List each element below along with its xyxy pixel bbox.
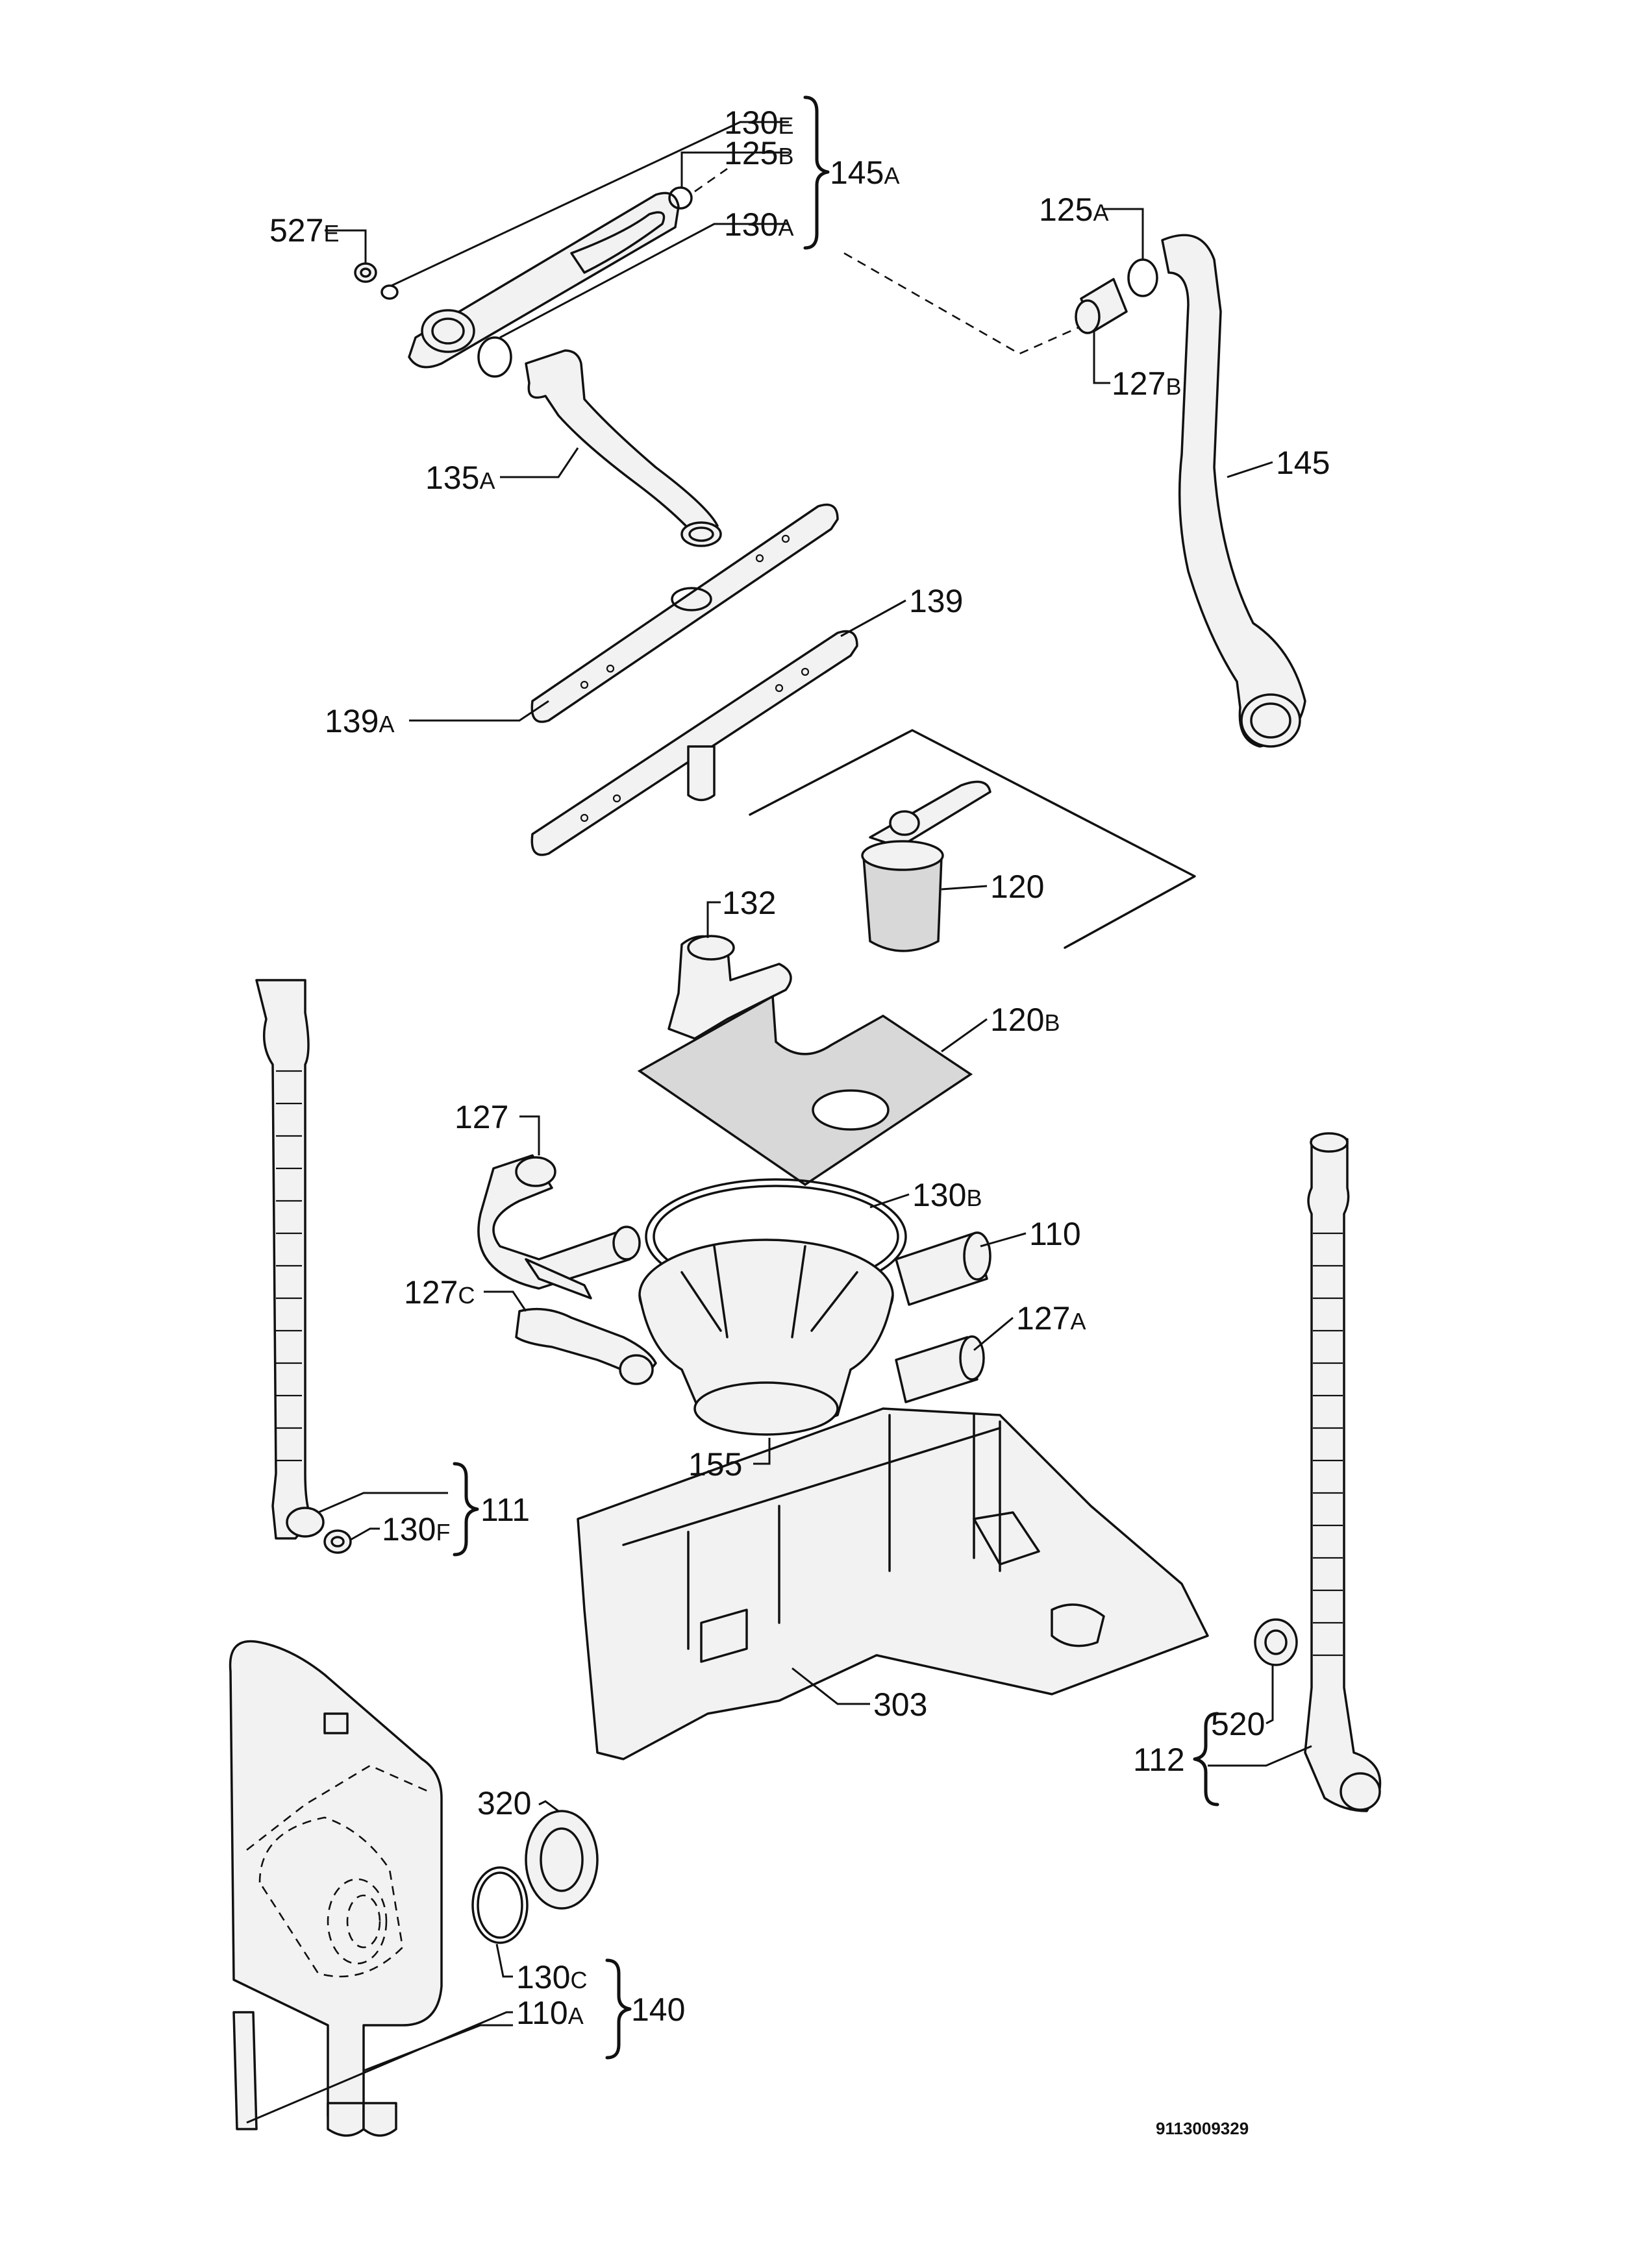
braces [453,95,1219,2060]
brace-140 [605,1958,632,2060]
spray-arm-pipe-135a [525,349,722,547]
drawing-code: 9113009329 [1156,2119,1249,2138]
label-130f: 130F [382,1511,450,1547]
nut-527e [354,262,377,283]
label-132: 132 [722,885,776,921]
label-155: 155 [688,1446,742,1483]
label-135a: 135A [425,460,495,496]
sump-155 [638,1239,894,1436]
label-130c: 130C [516,1959,587,1995]
label-127a: 127A [1016,1300,1086,1337]
label-111: 111 [480,1492,530,1528]
label-130b: 130B [912,1177,982,1213]
label-139: 139 [909,583,963,619]
label-125b: 125B [724,135,793,171]
label-145a: 145A [830,154,899,191]
o-ring-130c [471,1866,529,1944]
filter-120 [861,780,991,952]
o-ring-130e [380,284,399,300]
air-break-140 [229,1640,443,2137]
part-labels: 130E 125B 130A 145A 527E 125A 127B 145 1… [269,105,1330,2138]
label-140: 140 [631,1991,685,2028]
seal-130f [323,1529,352,1554]
hose-111 [255,979,325,1540]
fine-filter-plate-120b [637,994,973,1187]
label-303: 303 [873,1686,927,1723]
connector-110 [895,1231,991,1306]
base-frame-303 [577,1407,1209,1760]
seal-320 [525,1810,599,1910]
label-130a: 130A [724,206,793,243]
hose-145 [1161,234,1306,748]
label-110a: 110A [516,1995,584,2031]
label-520: 520 [1211,1706,1265,1742]
hose-127c [515,1307,657,1385]
brace-112 [1193,1712,1219,1806]
connection-line [694,167,1078,355]
label-120b: 120B [990,1002,1060,1038]
o-ring-125a [1127,258,1158,297]
o-ring-125b [668,186,693,210]
label-145: 145 [1276,445,1330,481]
label-125a: 125A [1039,191,1108,228]
label-127c: 127C [404,1274,475,1311]
label-110: 110 [1029,1216,1081,1252]
label-127b: 127B [1112,365,1181,402]
seal-130a [477,336,512,378]
label-320: 320 [477,1785,531,1821]
filter-frame [749,729,1196,949]
label-139a: 139A [325,703,394,739]
label-127: 127 [455,1099,508,1135]
hose-112 [1304,1132,1382,1812]
valve-132 [667,935,792,1040]
label-527e: 527E [269,212,339,249]
spray-arm-139a [530,503,839,723]
brace-111 [453,1462,479,1557]
label-112: 112 [1133,1742,1185,1778]
label-120: 120 [990,869,1044,905]
connector-127a [895,1335,985,1403]
label-130e: 130E [724,105,793,141]
check-valve-520 [1254,1618,1298,1666]
hose-127 [477,1154,641,1300]
spray-arm-139 [530,630,858,856]
upper-spray-arm-assembly [408,191,680,369]
brace-145a [803,95,830,250]
leader-lines [246,121,1312,2124]
connector-127b [1075,278,1128,334]
